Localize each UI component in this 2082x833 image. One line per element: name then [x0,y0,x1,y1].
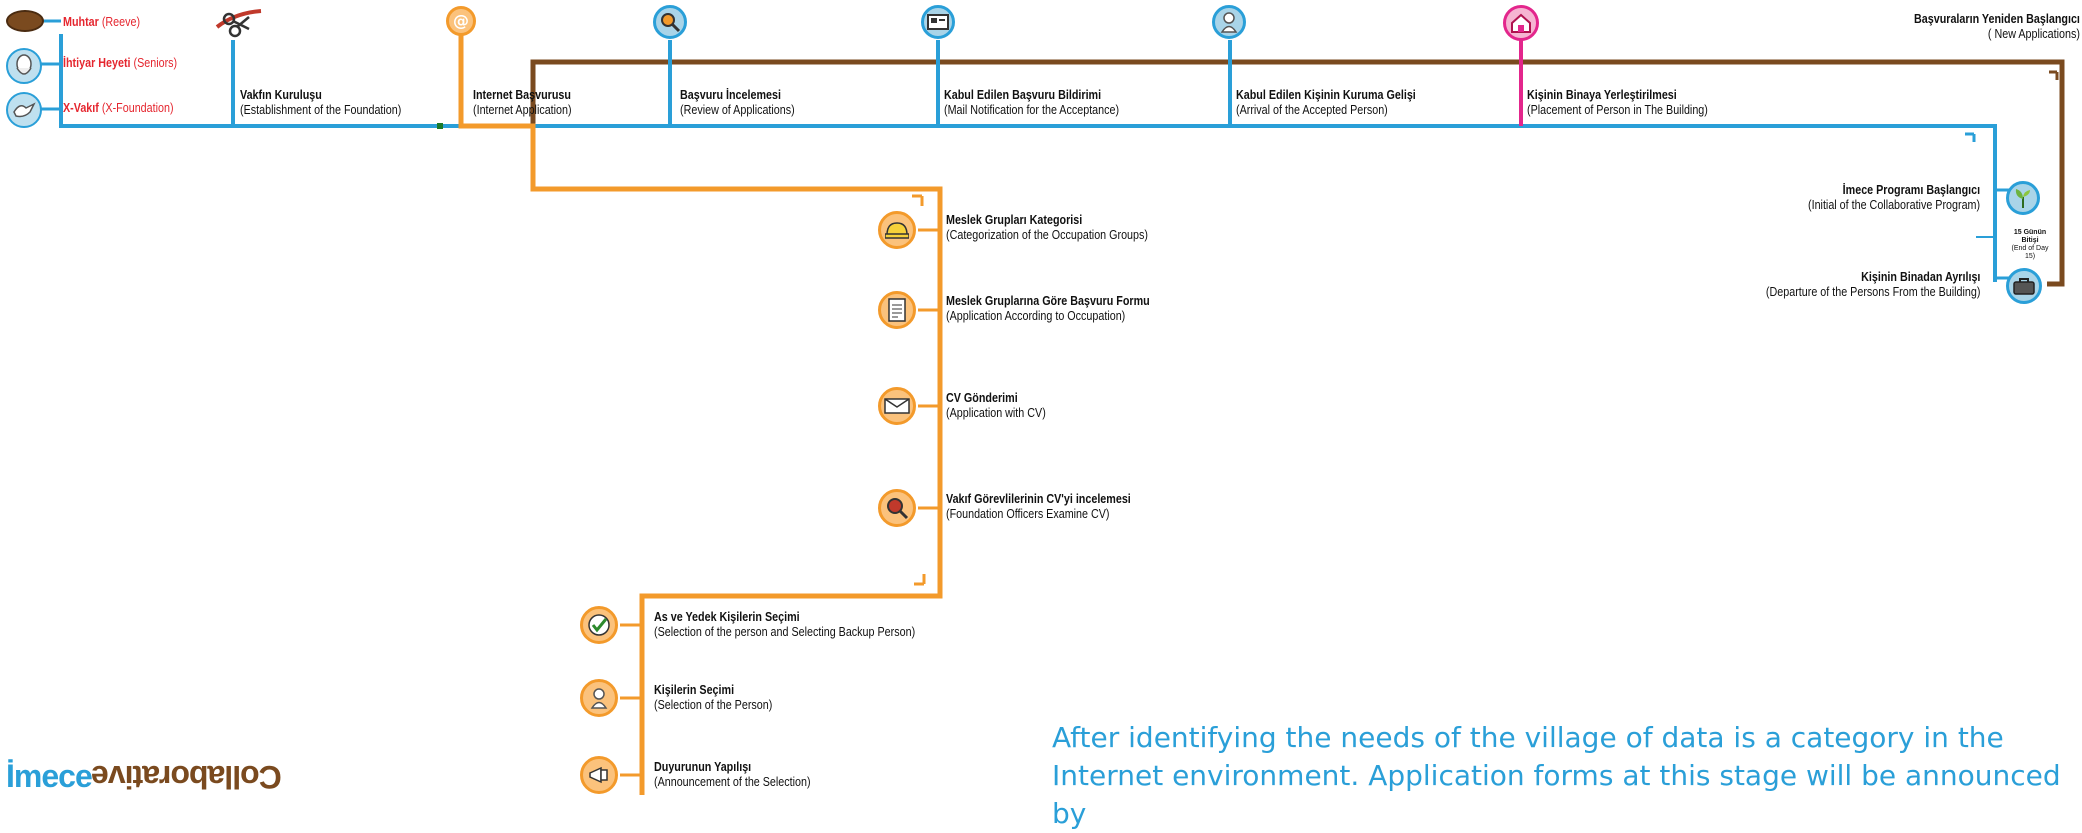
scissors-ribbon-icon [215,5,263,41]
at-sign-icon: @ [446,6,476,36]
flow-lines [40,19,2065,795]
label-day-15: 15 Günün Bitişi(End of Day 15) [2011,229,2049,260]
label-cv-submission: CV Gönderimi(Application with CV) [946,391,1046,420]
hat-icon [6,10,44,32]
label-program-start: İmece Programı Başlangıcı(Initial of the… [1807,183,1980,212]
person-icon [1212,5,1246,39]
description-text: After identifying the needs of the villa… [1052,721,2061,830]
label-mail-notification: Kabul Edilen Başvuru Bildirimi(Mail Noti… [944,88,1120,117]
orange-path [458,34,943,795]
label-arrival: Kabul Edilen Kişinin Kuruma Gelişi(Arriv… [1236,88,1416,117]
envelope-icon [878,387,916,425]
megaphone-icon [580,756,618,794]
house-icon [1503,5,1539,41]
id-card-icon [921,5,955,39]
hardhat-icon [878,211,916,249]
label-application-form: Meslek Gruplarına Göre Başvuru Formu(App… [946,294,1150,323]
svg-text:@: @ [453,11,469,30]
brand-logo: İmeceCollaborative [6,758,282,795]
brown-return-line [530,59,2065,287]
checkmark-icon [580,606,618,644]
main-timeline [59,34,1997,282]
label-person-selection: Kişilerin Seçimi(Selection of the Person… [654,683,773,712]
magnifier-icon [653,5,687,39]
label-new-applications: Başvuraların Yeniden Başlangıcı( New App… [1914,12,2080,41]
label-announcement: Duyurunun Yapılışı(Announcement of the S… [654,760,811,789]
selected-person-icon [580,679,618,717]
dove-icon [6,92,42,128]
label-departure: Kişinin Binadan Ayrılışı(Departure of th… [1765,270,1980,299]
plant-icon [2006,181,2040,215]
label-occupation-categories: Meslek Grupları Kategorisi(Categorizatio… [946,213,1148,242]
label-placement: Kişinin Binaya Yerleştirilmesi(Placement… [1527,88,1708,117]
label-establishment: Vakfın Kuruluşu(Establishment of the Fou… [240,88,402,117]
label-backup-selection: As ve Yedek Kişilerin Seçimi(Selection o… [654,610,916,639]
elder-face-icon [6,48,42,84]
legend-reeve: Muhtar (Reeve) [63,15,141,29]
label-cv-review: Vakıf Görevlilerinin CV'yi incelemesi(Fo… [946,492,1131,521]
legend-foundation: X-Vakıf (X-Foundation) [63,101,174,115]
suitcase-icon [2006,268,2042,304]
label-internet-application: Internet Başvurusu(Internet Application) [473,88,572,117]
document-icon [878,291,916,329]
legend-seniors: İhtiyar Heyeti (Seniors) [63,56,178,70]
cv-magnifier-icon [878,489,916,527]
label-review: Başvuru İncelemesi(Review of Application… [680,88,795,117]
